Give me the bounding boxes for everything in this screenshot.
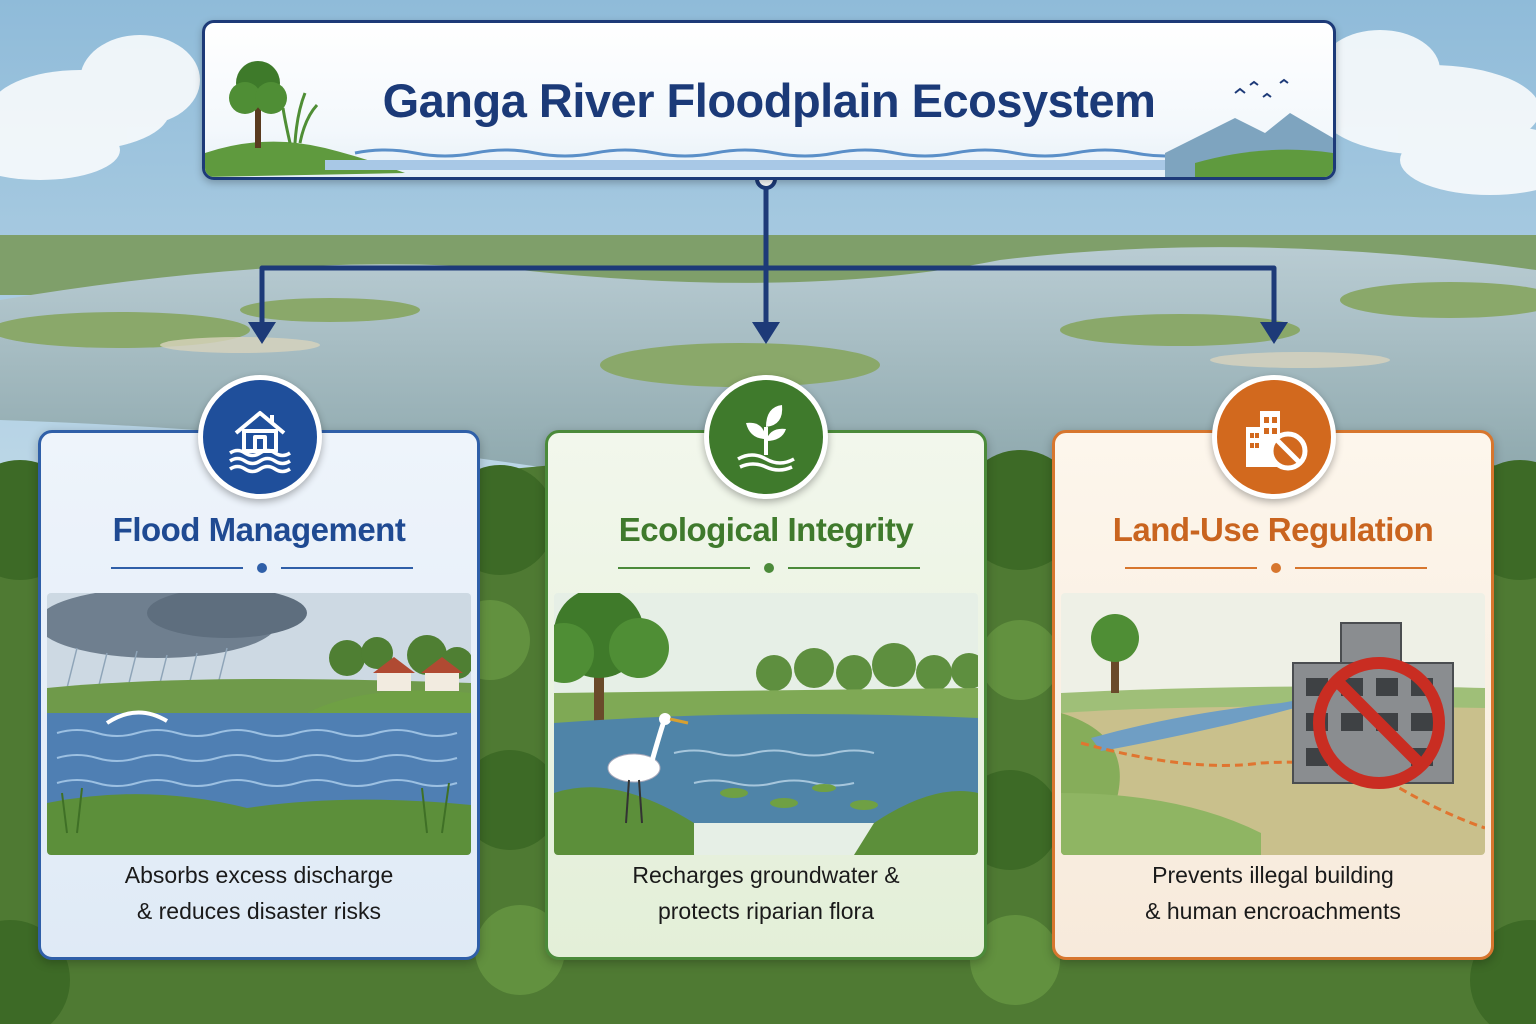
card-caption: Absorbs excess discharge & reduces disas… (51, 857, 467, 929)
card-title: Flood Management (112, 511, 406, 548)
flood-management-card: Flood Management (38, 430, 480, 960)
caption-line: Recharges groundwater & (632, 862, 900, 888)
no-building-icon (1212, 375, 1336, 499)
card-divider (1125, 563, 1427, 573)
encroachment-scene-illustration (1061, 593, 1485, 855)
card-caption: Recharges groundwater & protects riparia… (558, 857, 974, 929)
ecological-integrity-card: Ecological Integrity (545, 430, 987, 960)
page-title: Ganga River Floodplain Ecosystem (382, 74, 1156, 127)
sprout-icon (704, 375, 828, 499)
caption-line: Absorbs excess discharge (124, 862, 394, 888)
title-banner: Ganga River Floodplain Ecosystem (202, 20, 1336, 180)
caption-line: Prevents illegal building (1152, 862, 1394, 888)
wetland-scene-illustration (554, 593, 978, 855)
card-title: Ecological Integrity (618, 511, 914, 548)
land-use-regulation-card: Land-Use Regulation (1052, 430, 1494, 960)
title-landscape-decoration (205, 61, 1333, 177)
house-flood-icon (198, 375, 322, 499)
card-divider (618, 563, 920, 573)
card-caption: Prevents illegal building & human encroa… (1065, 857, 1481, 929)
caption-line: & human encroachments (1145, 898, 1401, 924)
card-divider (111, 563, 413, 573)
flood-scene-illustration (47, 593, 471, 855)
caption-line: & reduces disaster risks (136, 898, 382, 924)
card-title: Land-Use Regulation (1112, 511, 1434, 548)
caption-line: protects riparian flora (657, 898, 875, 924)
